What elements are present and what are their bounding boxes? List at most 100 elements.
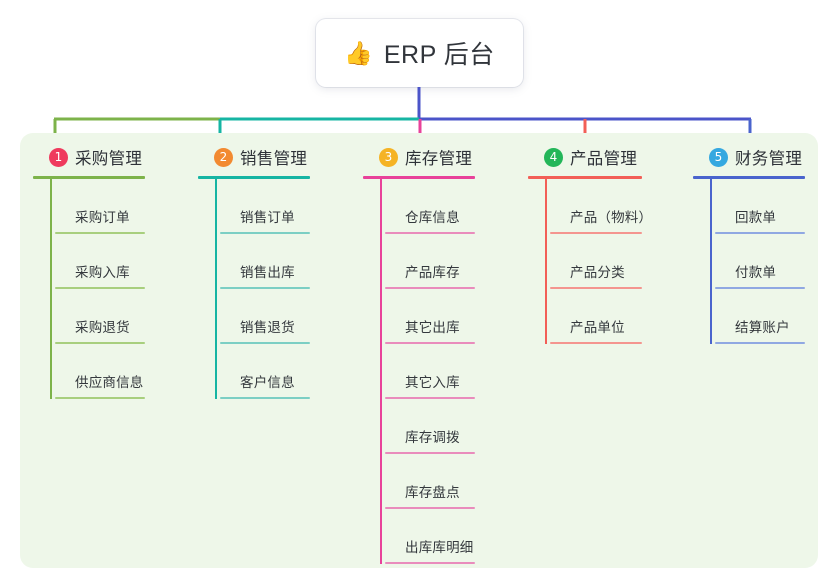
column-spine — [215, 179, 217, 399]
leaf-node-label: 销售订单 — [240, 210, 295, 225]
leaf-node-rule — [220, 232, 310, 234]
column-items: 采购订单采购入库采购退货供应商信息 — [33, 179, 145, 399]
column-title: 销售管理 — [240, 150, 308, 168]
column-items: 销售订单销售出库销售退货客户信息 — [198, 179, 310, 399]
column-采购管理: 1 采购管理采购订单采购入库采购退货供应商信息 — [33, 144, 145, 399]
leaf-node-label: 销售出库 — [240, 265, 295, 280]
column-spine — [545, 179, 547, 344]
leaf-node-label: 其它出库 — [405, 320, 460, 335]
leaf-node-label: 其它入库 — [405, 375, 460, 390]
column-number-badge: 2 — [214, 147, 233, 167]
leaf-node-rule — [715, 287, 805, 289]
column-header-1[interactable]: 1 采购管理 — [33, 144, 145, 170]
leaf-node-label: 仓库信息 — [405, 210, 460, 225]
leaf-node-label: 产品单位 — [570, 320, 625, 335]
leaf-node-rule — [385, 562, 475, 564]
column-spine — [710, 179, 712, 344]
thumbs-up-icon: 👍 — [344, 39, 373, 66]
leaf-node-label: 结算账户 — [735, 320, 790, 335]
column-items: 产品（物料） 产品分类产品单位 — [528, 179, 652, 344]
leaf-node[interactable]: 出库库明细 — [385, 509, 475, 564]
root-node-content: 👍 ERP 后台 — [344, 35, 495, 71]
column-销售管理: 2 销售管理销售订单销售出库销售退货客户信息 — [198, 144, 310, 399]
column-title: 采购管理 — [75, 150, 143, 168]
leaf-node-rule — [55, 232, 145, 234]
leaf-node-rule — [220, 287, 310, 289]
leaf-node[interactable]: 其它入库 — [385, 344, 475, 399]
leaf-node[interactable]: 销售出库 — [220, 234, 310, 289]
leaf-node-label: 库存调拨 — [405, 430, 460, 445]
leaf-node[interactable]: 仓库信息 — [385, 179, 475, 234]
leaf-node-label: 供应商信息 — [75, 375, 144, 390]
column-number-badge: 4 — [544, 147, 563, 167]
leaf-node[interactable]: 供应商信息 — [55, 344, 145, 399]
leaf-node-rule — [55, 397, 145, 399]
leaf-node[interactable]: 销售退货 — [220, 289, 310, 344]
column-产品管理: 4 产品管理产品（物料） 产品分类产品单位 — [528, 144, 652, 344]
column-库存管理: 3 库存管理仓库信息产品库存其它出库其它入库库存调拨库存盘点出库库明细 — [363, 144, 475, 564]
leaf-node-label: 销售退货 — [240, 320, 295, 335]
leaf-node-rule — [385, 452, 475, 454]
leaf-node-rule — [715, 232, 805, 234]
leaf-node-label: 出库库明细 — [405, 540, 474, 555]
leaf-node-rule — [385, 397, 475, 399]
leaf-node[interactable]: 产品库存 — [385, 234, 475, 289]
leaf-node-rule — [55, 287, 145, 289]
leaf-node-label: 产品分类 — [570, 265, 625, 280]
leaf-node-rule — [385, 287, 475, 289]
column-header-rule — [528, 176, 642, 179]
leaf-node[interactable]: 结算账户 — [715, 289, 805, 344]
column-header-rule — [363, 176, 475, 179]
column-财务管理: 5 财务管理回款单付款单结算账户 — [693, 144, 805, 344]
leaf-node-rule — [385, 342, 475, 344]
leaf-node-label: 采购入库 — [75, 265, 130, 280]
leaf-node[interactable]: 客户信息 — [220, 344, 310, 399]
leaf-node-rule — [550, 342, 642, 344]
leaf-node-rule — [55, 342, 145, 344]
column-title: 产品管理 — [570, 150, 638, 168]
leaf-node-rule — [220, 342, 310, 344]
column-number-badge: 5 — [709, 147, 728, 167]
leaf-node[interactable]: 回款单 — [715, 179, 805, 234]
leaf-node[interactable]: 采购订单 — [55, 179, 145, 234]
leaf-node-label: 产品（物料） — [570, 210, 653, 225]
column-title: 库存管理 — [405, 150, 473, 168]
column-header-4[interactable]: 4 产品管理 — [528, 144, 642, 170]
leaf-node-label: 库存盘点 — [405, 485, 460, 500]
column-header-rule — [693, 176, 805, 179]
leaf-node-label: 产品库存 — [405, 265, 460, 280]
column-number-badge: 3 — [379, 147, 398, 167]
column-items: 仓库信息产品库存其它出库其它入库库存调拨库存盘点出库库明细 — [363, 179, 475, 564]
leaf-node-label: 付款单 — [735, 265, 777, 280]
leaf-node[interactable]: 销售订单 — [220, 179, 310, 234]
leaf-node[interactable]: 产品单位 — [550, 289, 642, 344]
column-header-5[interactable]: 5 财务管理 — [693, 144, 805, 170]
leaf-node-rule — [550, 287, 642, 289]
root-node-label: ERP 后台 — [383, 41, 495, 69]
leaf-node-rule — [385, 232, 475, 234]
leaf-node[interactable]: 产品分类 — [550, 234, 642, 289]
column-number-badge: 1 — [49, 147, 68, 167]
leaf-node[interactable]: 付款单 — [715, 234, 805, 289]
root-node-card[interactable]: 👍 ERP 后台 — [316, 19, 523, 87]
leaf-node[interactable]: 库存盘点 — [385, 454, 475, 509]
leaf-node-rule — [715, 342, 805, 344]
leaf-node-rule — [550, 232, 642, 234]
leaf-node-rule — [220, 397, 310, 399]
leaf-node-rule — [385, 507, 475, 509]
leaf-node[interactable]: 产品（物料） — [550, 179, 652, 234]
column-spine — [380, 179, 382, 564]
column-title: 财务管理 — [735, 150, 803, 168]
column-header-rule — [33, 176, 145, 179]
column-header-3[interactable]: 3 库存管理 — [363, 144, 475, 170]
leaf-node-label: 采购订单 — [75, 210, 130, 225]
leaf-node-label: 客户信息 — [240, 375, 295, 390]
column-header-rule — [198, 176, 310, 179]
leaf-node-label: 采购退货 — [75, 320, 130, 335]
leaf-node[interactable]: 其它出库 — [385, 289, 475, 344]
leaf-node[interactable]: 库存调拨 — [385, 399, 475, 454]
column-header-2[interactable]: 2 销售管理 — [198, 144, 310, 170]
leaf-node[interactable]: 采购入库 — [55, 234, 145, 289]
leaf-node-label: 回款单 — [735, 210, 777, 225]
leaf-node[interactable]: 采购退货 — [55, 289, 145, 344]
